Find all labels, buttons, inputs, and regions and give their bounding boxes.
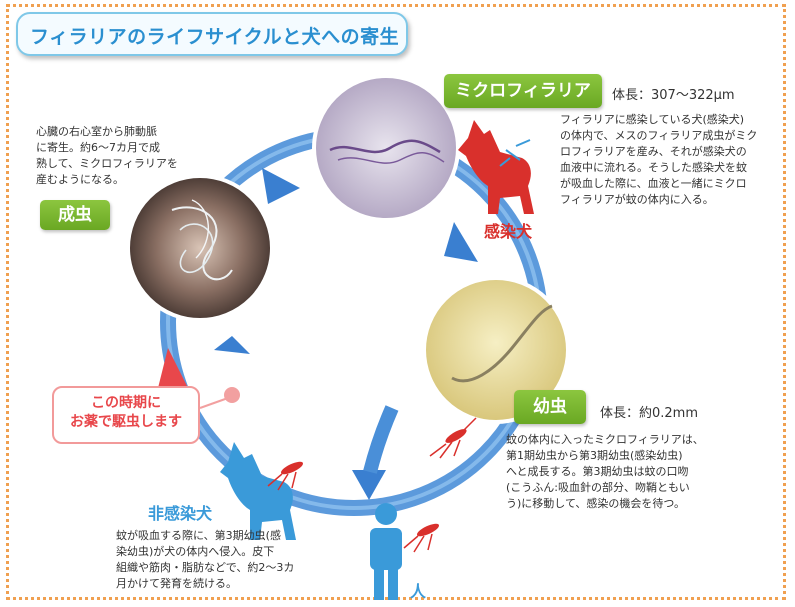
arrow-to-adult (262, 168, 300, 204)
infected-dog-label: 感染犬 (484, 218, 532, 242)
dog-blue-icon (220, 442, 296, 540)
human-icon (370, 503, 402, 600)
arrow-to-human (352, 470, 386, 500)
arrow-to-larva (444, 222, 478, 262)
larva-description: 蚊の体内に入ったミクロフィラリアは、 第1期幼虫から第3期幼虫(感染幼虫) へと… (506, 432, 704, 512)
adult-label: 成虫 (40, 200, 110, 230)
alert-text: この時期に お薬で駆虫します (52, 394, 200, 432)
mosquito-icon (430, 418, 476, 458)
microfilaria-label: ミクロフィラリア (444, 74, 602, 108)
microfilaria-image (314, 76, 458, 220)
larva-label: 幼虫 (514, 390, 586, 424)
uninfected-dog-description: 蚊が吸血する際に、第3期幼虫(感 染幼虫)が犬の体内へ侵入。皮下 組織や筋肉・脂… (116, 528, 294, 592)
human-label: 人 (410, 578, 426, 602)
uninfected-dog-label: 非感染犬 (148, 500, 212, 524)
mosquito-icon (404, 521, 441, 552)
microfilaria-description: フィラリアに感染している犬(感染犬) の体内で、メスのフィラリア成虫がミク ロフ… (560, 112, 757, 208)
arrow-to-adult-left (214, 336, 250, 354)
microfilaria-length: 体長：307〜322μm (612, 84, 735, 103)
larva-length: 体長：約0.2mm (600, 402, 698, 421)
branch-to-human (370, 408, 392, 472)
adult-description: 心臓の右心室から肺動脈 に寄生。約6〜7カ月で成 熟して、ミクロフィラリアを 産… (36, 124, 178, 188)
adult-worm-image (128, 176, 272, 320)
